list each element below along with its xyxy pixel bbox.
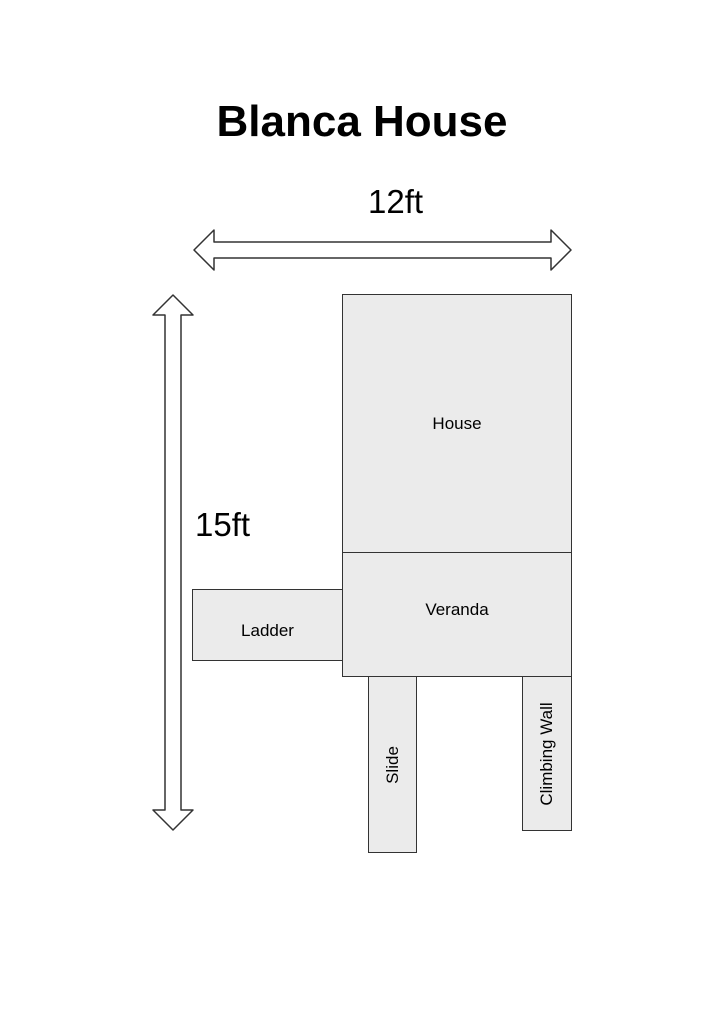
house-area: House: [342, 294, 572, 553]
height-label: 15ft: [195, 506, 251, 543]
height-arrow: [152, 294, 194, 831]
climbing-wall-label: Climbing Wall: [537, 702, 556, 806]
climbing-wall-area: Climbing Wall: [522, 676, 572, 831]
slide-label: Slide: [382, 746, 402, 784]
width-label: 12ft: [368, 183, 424, 220]
veranda-area: Veranda: [342, 552, 572, 677]
ladder-label: Ladder: [241, 621, 294, 640]
house-label: House: [432, 414, 482, 433]
veranda-label: Veranda: [425, 600, 489, 619]
width-arrow: [193, 229, 572, 271]
slide-area: Slide: [368, 676, 417, 853]
page-title: Blanca House: [216, 97, 508, 146]
ladder-area: Ladder: [192, 589, 343, 661]
